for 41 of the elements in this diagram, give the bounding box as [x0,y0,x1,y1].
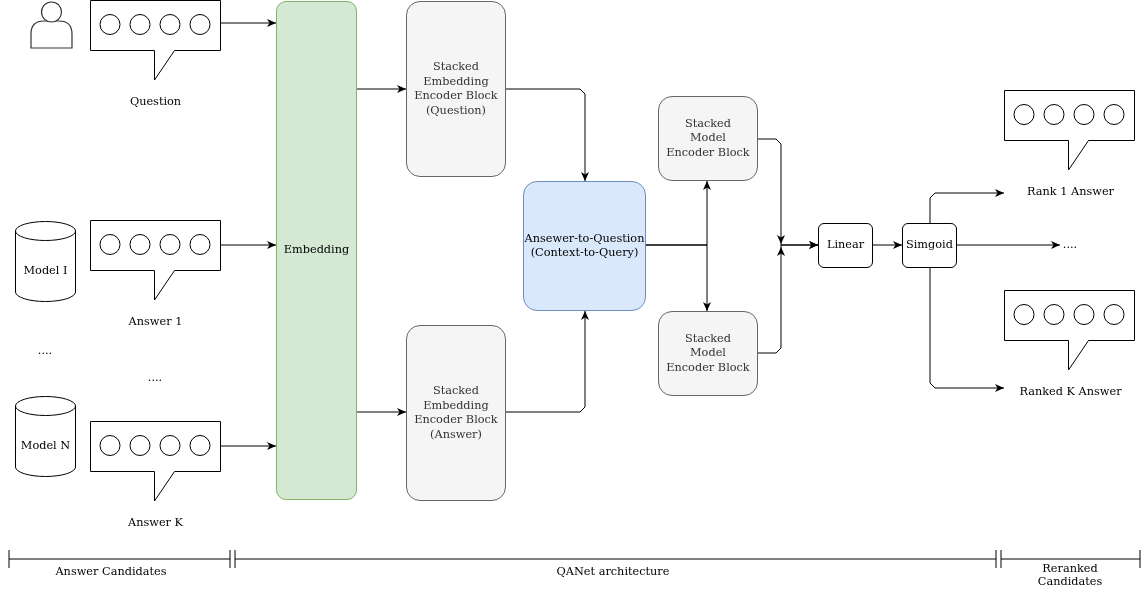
arrow [929,189,1005,224]
process-box [523,181,646,311]
span-label: QANet architecture [556,564,670,578]
arrow [505,88,589,182]
bubble-caption: Rank 1 Answer [1027,184,1114,199]
arrow [356,85,407,93]
arrow [220,241,277,249]
box-label: Stacked Embedding Encoder Block (Question) [413,60,499,118]
process-box [902,223,957,268]
arrow [929,267,1005,392]
arrow [356,408,407,416]
box-label: Stacked Model Encoder Block [665,116,751,161]
process-box [276,1,357,500]
arrow [505,310,589,413]
ellipsis-label: .... [37,343,53,357]
bubble-caption: Answer K [128,515,183,530]
box-label: Ansewer-to-Question (Context-to-Query) [524,231,645,261]
box-label: Stacked Embedding Encoder Block (Answer) [413,384,499,442]
process-box [406,325,506,501]
box-label: Simgoid [906,238,953,253]
process-box [658,311,758,396]
arrow [872,241,903,249]
process-box [406,1,506,177]
cylinder-label: Model N [20,439,71,454]
ellipsis-label: .... [1062,237,1078,253]
box-label: Linear [826,238,865,253]
box-label: Stacked Model Encoder Block [665,331,751,376]
arrow [645,244,711,312]
span-label: Reranked Candidates [1036,562,1104,588]
span-label: Answer Candidates [55,564,167,578]
box-label: Embedding [283,243,350,258]
ellipsis-label: .... [147,370,163,384]
bubble-caption: Question [129,94,182,109]
process-box [658,96,758,181]
bubble-caption: Ranked K Answer [1019,384,1122,399]
arrow [220,442,277,450]
arrow [220,19,277,27]
bubble-caption: Answer 1 [128,314,183,329]
arrow [956,241,1061,249]
process-box [818,223,873,268]
cylinder-label: Model I [23,264,68,279]
